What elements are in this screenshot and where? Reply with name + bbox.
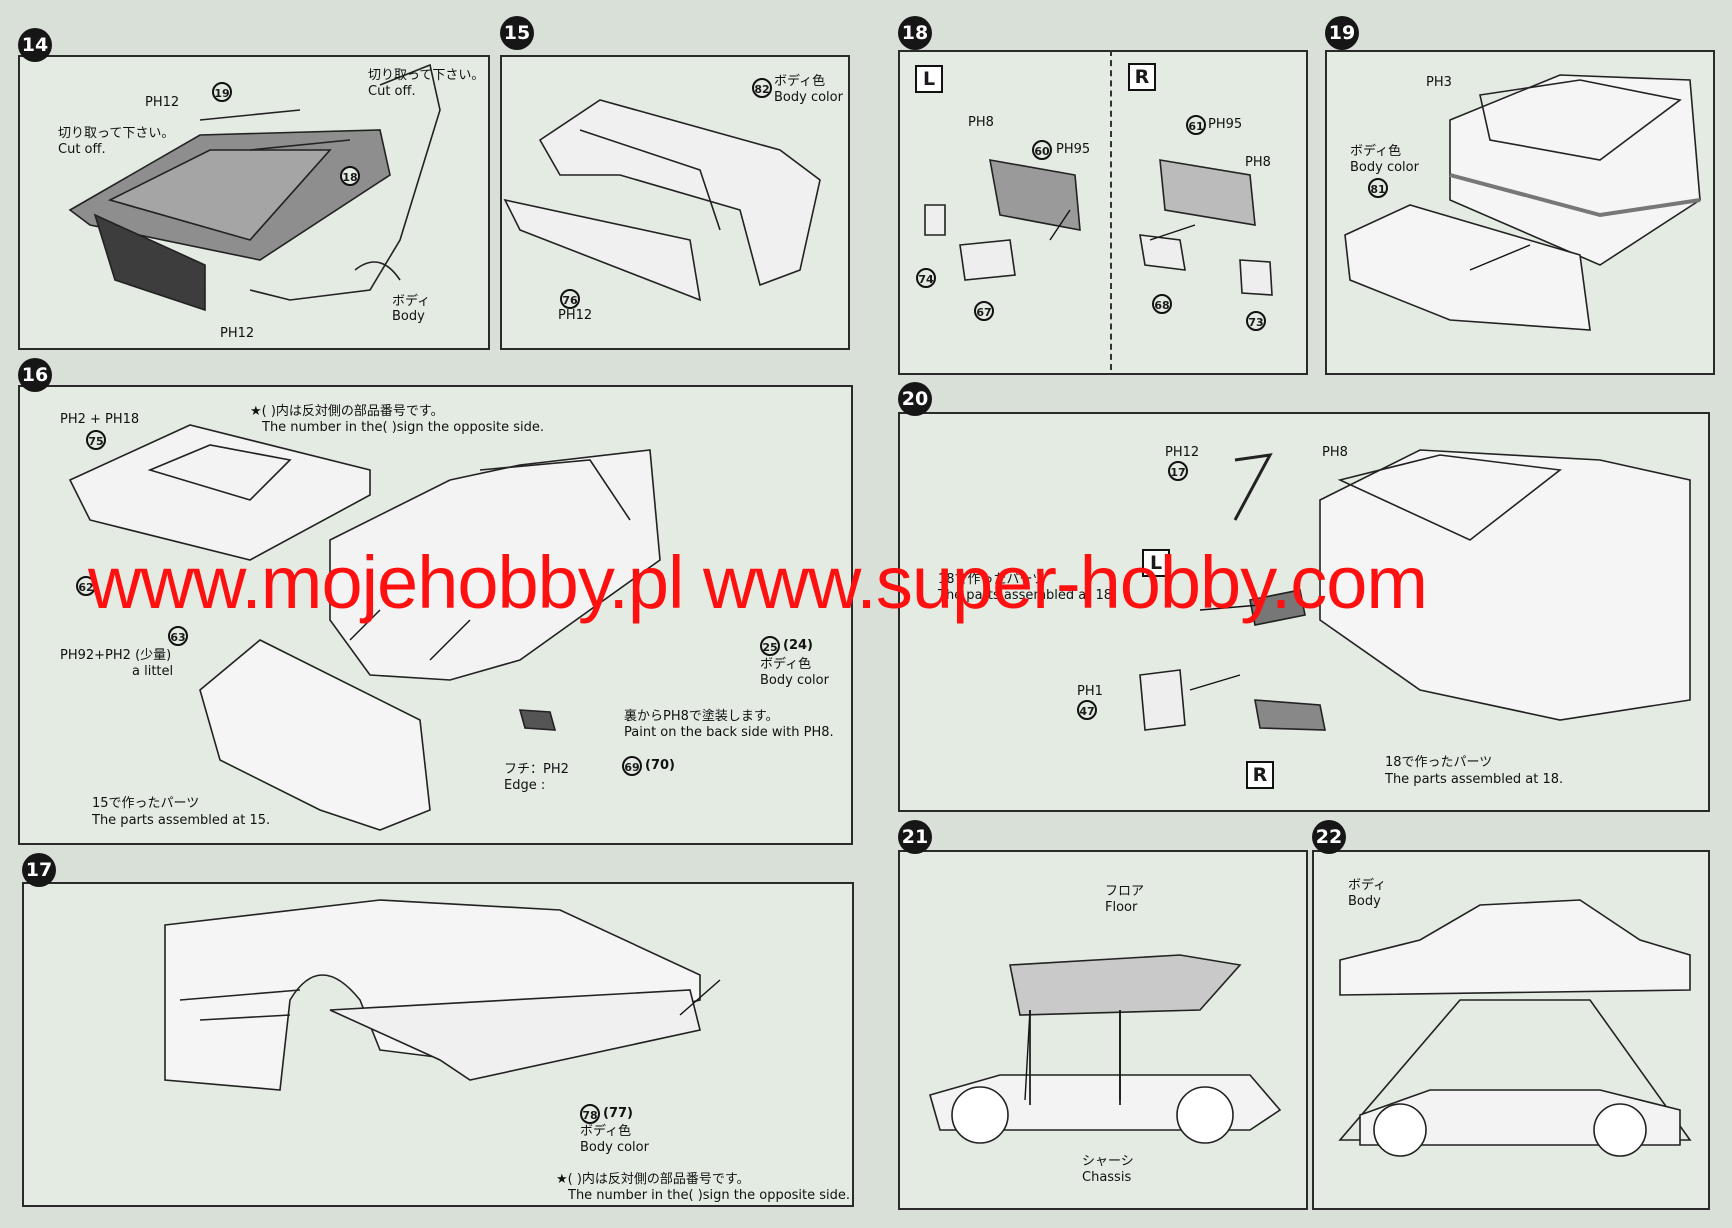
assembled-at-15-jp: 15で作ったパーツ [92, 796, 200, 811]
part-number-62: 62 [76, 576, 96, 596]
edge-label-en: Edge : [504, 778, 546, 793]
right-side-box: R [1128, 63, 1156, 91]
step22-body [1339, 899, 1691, 996]
paint-code-ph95: PH95 [1056, 142, 1091, 157]
a-little-label: a littel [132, 664, 174, 679]
body-color-label-jp: ボディ色 [774, 74, 826, 89]
paint-code-mix: PH92+PH2 (少量) [60, 648, 172, 663]
paint-code-ph8: PH8 [1322, 445, 1348, 460]
body-color-label-jp: ボディ色 [1350, 144, 1402, 159]
step-number-19: 19 [1325, 16, 1359, 50]
paint-code-ph1: PH1 [1077, 684, 1103, 699]
paint-code-ph3: PH3 [1426, 75, 1452, 90]
body-color-label-en: Body color [580, 1140, 649, 1155]
part-number-63: 63 [168, 626, 188, 646]
body-label-en: Body [1348, 894, 1381, 909]
opposite-side-note-en: The number in the( )sign the opposite si… [262, 420, 545, 435]
part-number-76: 76 [560, 289, 580, 309]
left-side-box: L [1142, 549, 1170, 577]
paint-code-ph12: PH12 [1165, 445, 1200, 460]
floor-label-en: Floor [1105, 900, 1138, 915]
step19-bumper [1344, 204, 1591, 331]
cut-off-label-jp: 切り取って下さい。 [368, 68, 485, 83]
part-number-61: 61 [1186, 115, 1206, 135]
paint-code-ph8: PH8 [1245, 155, 1271, 170]
chassis-label-en: Chassis [1082, 1170, 1132, 1185]
body-color-label-en: Body color [760, 673, 829, 688]
body-label-en: Body [392, 309, 425, 324]
step17-car-side [164, 899, 701, 1091]
part-number-68: 68 [1152, 294, 1172, 314]
part-number-25: 25 [760, 636, 780, 656]
cut-off-label-en: Cut off. [58, 142, 106, 157]
paint-code-ph95: PH95 [1208, 117, 1243, 132]
part-number-67: 67 [974, 301, 994, 321]
assembled-at-18-jp: 18で作ったパーツ [1385, 755, 1493, 770]
part-number-24: (24) [783, 638, 813, 653]
step-number-18: 18 [898, 16, 932, 50]
opposite-side-note-jp: ★( )内は反対側の部品番号です。 [556, 1172, 750, 1187]
part-number-82: 82 [752, 78, 772, 98]
step-number-22: 22 [1312, 820, 1346, 854]
floor-label-jp: フロア [1105, 884, 1145, 899]
paint-code-combo: PH2 + PH18 [60, 412, 140, 427]
assembled-at-18-en: The parts assembled at 18. [938, 588, 1117, 603]
step-number-15: 15 [500, 16, 534, 50]
part-number-75: 75 [86, 430, 106, 450]
left-side-box: L [915, 65, 943, 93]
edge-label-jp: フチ：PH2 [504, 762, 569, 777]
divider-line [1110, 50, 1112, 370]
step20-car-rear [1319, 449, 1691, 721]
paint-code-ph12: PH12 [220, 326, 255, 341]
part-number-18: 18 [340, 166, 360, 186]
panel-step-22 [1312, 850, 1710, 1210]
step16-hood [68, 424, 371, 561]
assembled-at-18-jp: 18で作ったパーツ [938, 572, 1046, 587]
part-number-60: 60 [1032, 140, 1052, 160]
body-label-jp: ボディ [1348, 878, 1387, 893]
paint-back-note-en: Paint on the back side with PH8. [624, 725, 834, 740]
part-number-47: 47 [1077, 700, 1097, 720]
opposite-side-note-en: The number in the( )sign the opposite si… [568, 1188, 851, 1203]
cut-off-label-en: Cut off. [368, 84, 416, 99]
step15-bumper [538, 99, 821, 287]
body-color-label-en: Body color [1350, 160, 1419, 175]
part-number-77: (77) [603, 1106, 633, 1121]
step18-part-61 [1159, 159, 1256, 226]
paint-code-ph12: PH12 [558, 308, 593, 323]
assembled-at-15-en: The parts assembled at 15. [92, 813, 271, 828]
panel-step-21 [898, 850, 1308, 1210]
right-side-box: R [1246, 761, 1274, 789]
part-number-17: 17 [1168, 461, 1188, 481]
part-number-73: 73 [1246, 311, 1266, 331]
assembled-at-18-en: The parts assembled at 18. [1385, 772, 1564, 787]
paint-back-note-jp: 裏からPH8で塗装します。 [624, 709, 779, 724]
part-number-70: (70) [645, 758, 675, 773]
part-number-74: 74 [916, 268, 936, 288]
part-number-19: 19 [212, 82, 232, 102]
step-number-20: 20 [898, 382, 932, 416]
step-number-14: 14 [18, 28, 52, 62]
opposite-side-note-jp: ★( )内は反対側の部品番号です。 [250, 404, 444, 419]
step21-floor [1009, 954, 1242, 1016]
part-number-69: 69 [622, 756, 642, 776]
body-color-label-jp: ボディ色 [760, 657, 812, 672]
part-number-78: 78 [580, 1104, 600, 1124]
step-number-16: 16 [18, 358, 52, 392]
step16-body [329, 449, 661, 681]
cut-off-label-jp: 切り取って下さい。 [58, 126, 175, 141]
chassis-label-jp: シャーシ [1082, 1154, 1134, 1169]
step18-part-60 [989, 159, 1081, 231]
step-number-17: 17 [22, 853, 56, 887]
step-number-21: 21 [898, 820, 932, 854]
paint-code-ph12: PH12 [145, 95, 180, 110]
paint-code-ph8: PH8 [968, 115, 994, 130]
body-color-label-en: Body color [774, 90, 843, 105]
watermark-text: www.mojehobby.pl www.super-hobby.com [88, 541, 1428, 624]
part-number-81: 81 [1368, 178, 1388, 198]
body-label-jp: ボディ [392, 294, 431, 309]
step16-front-bumper [199, 639, 431, 831]
body-color-label-jp: ボディ色 [580, 1124, 632, 1139]
